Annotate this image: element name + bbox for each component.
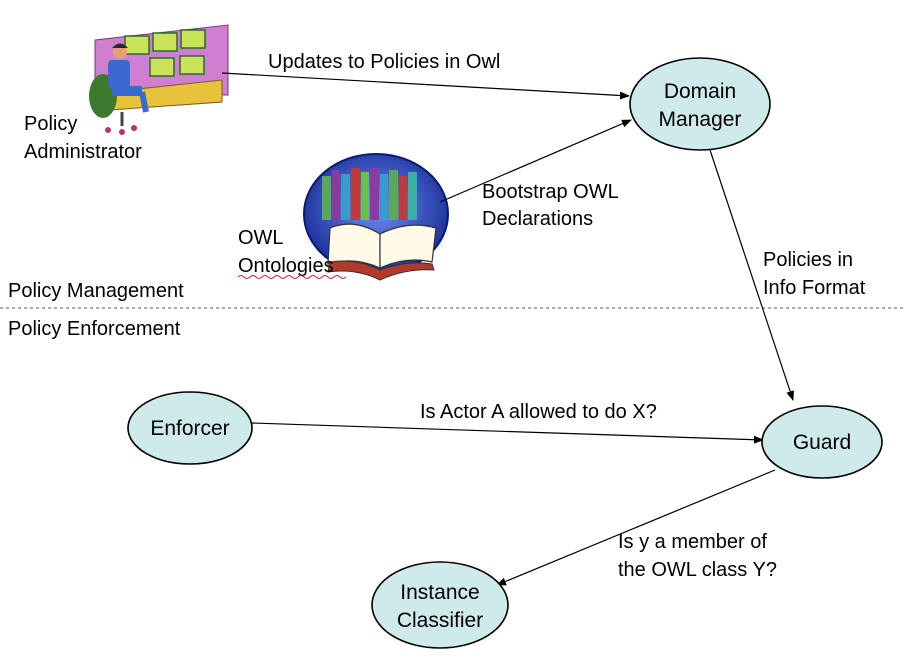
node-domain-manager-label-line2: Manager [659, 108, 742, 131]
node-domain-manager-label-line1: Domain [664, 80, 736, 103]
edge-policies-info-arrow [709, 149, 794, 401]
node-instance-classifier-label-line2: Classifier [397, 609, 483, 632]
node-instance-classifier: Instance Classifier [371, 561, 509, 649]
edge-is-member-arrow [496, 469, 776, 586]
policy-administrator-label-line2: Administrator [24, 141, 142, 163]
node-enforcer: Enforcer [127, 391, 253, 465]
ontologies-spellcheck-underline [237, 275, 347, 279]
node-guard: Guard [761, 405, 883, 479]
policy-enforcement-label: Policy Enforcement [8, 318, 181, 340]
owl-ontologies-books-icon [303, 153, 449, 281]
policy-administrator-icon [89, 24, 229, 135]
edge-label-is-member-line1: Is y a member of [618, 531, 767, 553]
edge-label-bootstrap-line1: Bootstrap OWL [482, 181, 619, 203]
edge-label-policies-info-line2: Info Format [763, 277, 866, 299]
node-domain-manager: Domain Manager [629, 57, 771, 151]
edge-is-allowed-arrow [251, 422, 764, 444]
edge-bootstrap-arrow [439, 119, 632, 203]
owl-ontologies-label-line2: Ontologies [238, 255, 334, 277]
edge-label-is-member-line2: the OWL class Y? [618, 559, 777, 581]
edge-label-updates: Updates to Policies in Owl [268, 51, 500, 73]
owl-ontologies-label-line1: OWL [238, 227, 284, 249]
edge-label-policies-info-line1: Policies in [763, 249, 853, 271]
policy-management-label: Policy Management [8, 280, 184, 302]
node-guard-label: Guard [793, 431, 851, 454]
node-instance-classifier-label-line1: Instance [400, 581, 479, 604]
edge-label-bootstrap-line2: Declarations [482, 208, 593, 230]
policy-administrator-label-line1: Policy [24, 113, 77, 135]
edge-updates-arrow [221, 72, 630, 100]
edge-label-is-allowed: Is Actor A allowed to do X? [420, 401, 657, 423]
node-enforcer-label: Enforcer [150, 417, 229, 440]
